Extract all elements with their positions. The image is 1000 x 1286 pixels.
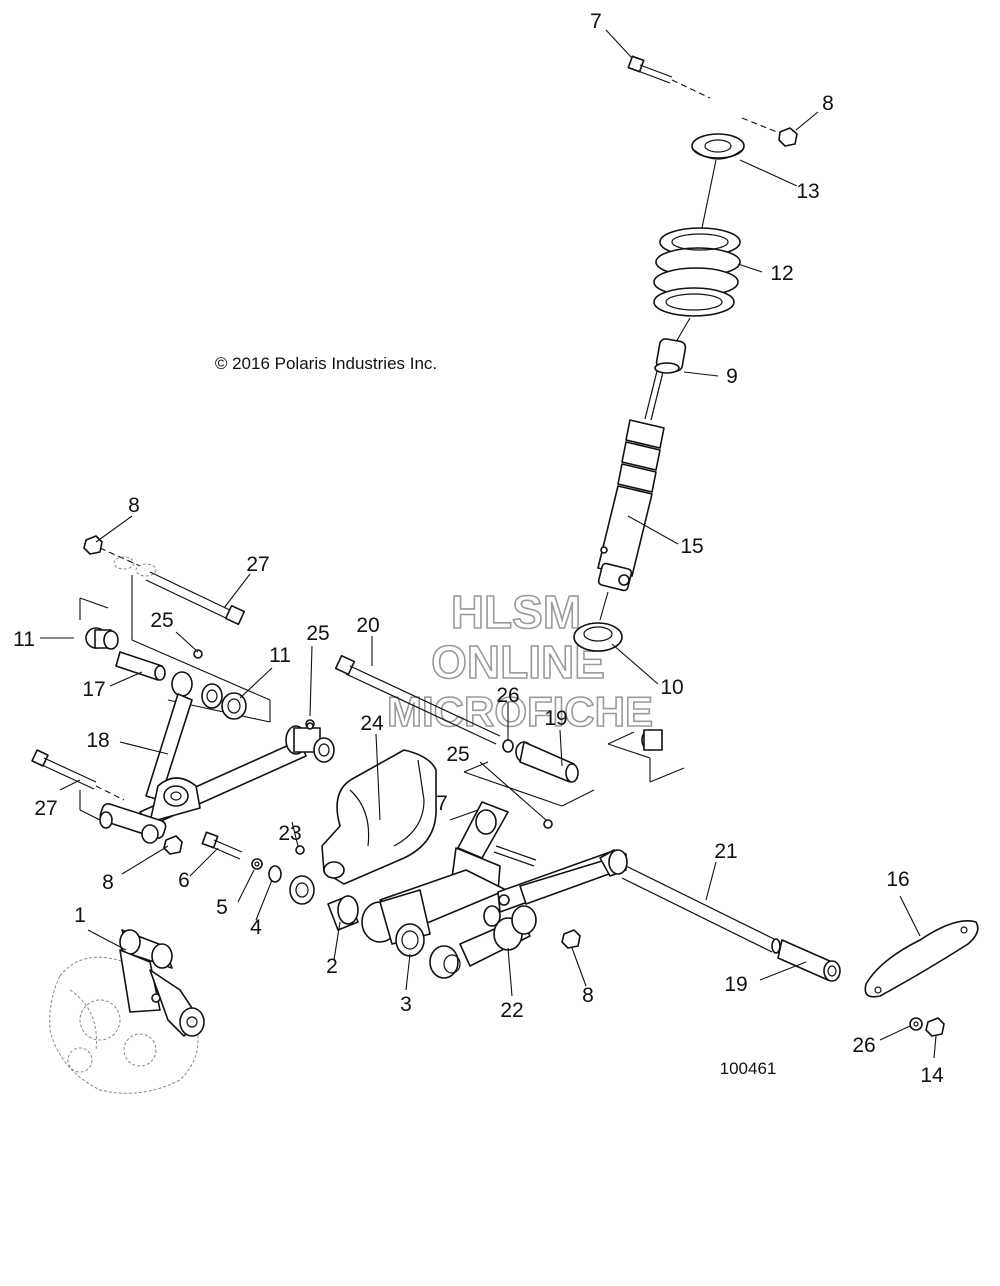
callout-25-left: 25 [150,609,173,632]
spring-retainer-13 [691,133,745,160]
callout-25-center: 25 [306,622,329,645]
callout-17: 17 [82,678,105,701]
leader-lines [40,29,937,1059]
callout-3: 3 [400,993,412,1016]
pin-7-mid [493,845,537,867]
callout-8-left: 8 [128,494,140,517]
callout-19-right: 19 [724,973,747,996]
callout-12: 12 [770,262,793,285]
rod-20 [334,654,501,745]
bushing-11-left [85,627,119,650]
spring-12 [653,159,741,317]
callout-5: 5 [216,896,228,919]
shaft-21 [621,865,781,954]
callout-18: 18 [86,729,109,752]
washer-4 [268,865,282,883]
callout-13: 13 [796,180,819,203]
callout-22: 22 [500,999,523,1022]
watermark-line3: MICROFICHE [387,688,653,735]
callout-14: 14 [920,1064,944,1087]
bushing-3 [395,923,425,957]
callouts: 7 8 13 12 9 15 10 8 27 25 11 17 11 25 18… [13,10,944,1087]
bushing-3b [429,945,461,979]
bushing-3-small [289,875,315,905]
callout-11-left: 11 [13,628,35,651]
arm-end-bushings [285,719,335,763]
shock-absorber-15 [597,370,665,592]
callout-27-top: 27 [246,553,269,576]
callout-4: 4 [250,916,262,939]
callout-8-top: 8 [822,92,834,115]
callout-26-mid: 26 [496,684,519,707]
sleeve-19-right [777,939,841,982]
diagram-id: 100461 [720,1059,777,1078]
callout-11-right: 11 [269,644,291,667]
grease-fitting-25-left [193,649,203,659]
nut-8-left [83,535,141,567]
callout-9: 9 [726,365,738,388]
callout-6: 6 [178,869,190,892]
grease-fitting-25-center [306,722,314,730]
callout-16: 16 [886,868,909,891]
bushing-upper-right [641,729,663,751]
guard-24 [321,749,437,885]
nut-8-top [741,117,798,147]
callout-7-mid: 7 [436,792,448,815]
callout-21: 21 [714,840,737,863]
nut-14 [925,1017,945,1037]
bolt-27-left [31,749,125,801]
washer-5 [251,858,263,870]
bolt-7-top [627,55,711,99]
washer-26-right [909,1017,923,1031]
nut-8-lower-left [163,835,183,855]
shock-cup-10 [573,591,623,652]
callout-23: 23 [278,822,301,845]
assembly-guides-mid [463,731,685,807]
callout-7-top: 7 [590,10,602,33]
mount-1 [119,929,205,1037]
sleeve-19-mid [515,741,579,783]
callout-15: 15 [680,535,703,558]
plate-16 [864,920,979,998]
callout-20: 20 [356,614,379,637]
engine-ghost [49,956,199,1094]
callout-2: 2 [326,955,338,978]
callout-24: 24 [360,712,384,735]
control-arm-18 [99,693,307,844]
bolt-6 [201,831,243,860]
grease-fitting-23 [295,845,305,855]
watermark: HLSM ONLINE MICROFICHE [386,585,654,736]
bushing-2 [327,895,359,931]
nut-8-lower-right [561,929,581,949]
upper-arm-bushings [171,671,247,720]
callout-10: 10 [660,676,683,699]
watermark-line1: HLSM [451,586,581,638]
callout-26-right: 26 [852,1034,875,1057]
callout-8-lower-left: 8 [102,871,114,894]
grease-fitting-25-mid [543,819,553,829]
callout-25-mid: 25 [446,743,469,766]
callout-27-left: 27 [34,797,57,820]
copyright-text: © 2016 Polaris Industries Inc. [215,354,437,373]
washer-26-mid [502,739,514,753]
callout-8-lower-right: 8 [582,984,594,1007]
sleeve-17 [115,651,166,681]
ghost-bushings [113,556,157,577]
bushing-9 [654,317,691,374]
bolt-27-top [145,571,246,626]
callout-1: 1 [74,904,86,927]
callout-19-mid: 19 [544,707,567,730]
